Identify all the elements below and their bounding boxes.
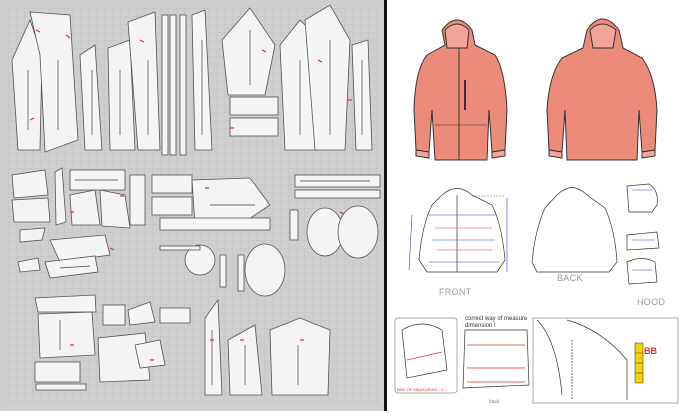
pattern-piece bbox=[79, 44, 103, 151]
pattern-piece bbox=[159, 217, 271, 231]
pattern-piece bbox=[151, 196, 193, 216]
pattern-piece bbox=[184, 244, 216, 276]
pattern-piece bbox=[191, 177, 271, 226]
front-dimension-lines bbox=[408, 198, 508, 272]
back-jacket-illustration bbox=[546, 18, 658, 161]
pattern-piece bbox=[107, 39, 136, 151]
pattern-piece bbox=[34, 294, 97, 313]
pattern-piece bbox=[37, 311, 96, 359]
zipper-detail-drawing bbox=[536, 319, 628, 400]
pattern-layout-panel bbox=[0, 0, 387, 411]
pattern-piece bbox=[69, 189, 101, 226]
pattern-piece bbox=[179, 14, 187, 156]
front-measurement-sketch bbox=[418, 188, 506, 273]
pattern-piece bbox=[304, 4, 351, 151]
pattern-piece bbox=[294, 189, 381, 199]
pattern-piece bbox=[221, 7, 276, 96]
pattern-piece bbox=[159, 307, 191, 324]
back-line-sketch bbox=[531, 187, 618, 273]
pattern-piece bbox=[134, 339, 166, 369]
tech-pack-panel: FRONT BACK HOOD correct way of measure d… bbox=[387, 0, 680, 411]
pattern-piece bbox=[229, 117, 279, 137]
pattern-piece bbox=[161, 14, 169, 156]
pattern-piece bbox=[17, 257, 41, 273]
pattern-piece bbox=[244, 243, 286, 297]
pattern-piece bbox=[169, 14, 177, 156]
pattern-piece bbox=[54, 167, 67, 226]
bottom-detail-frames bbox=[394, 317, 679, 404]
pattern-piece bbox=[204, 298, 223, 396]
pattern-piece bbox=[102, 304, 126, 326]
pattern-piece bbox=[337, 205, 379, 259]
pattern-piece bbox=[11, 18, 43, 151]
pattern-piece bbox=[159, 245, 201, 251]
grain-lines bbox=[27, 30, 370, 385]
pattern-pieces-svg bbox=[5, 4, 381, 405]
pattern-piece bbox=[29, 11, 79, 153]
pattern-piece bbox=[11, 197, 51, 223]
pattern-piece bbox=[289, 209, 299, 241]
pattern-piece bbox=[229, 96, 279, 116]
pattern-piece bbox=[127, 301, 156, 326]
notch-marks bbox=[29, 29, 352, 361]
front-label: FRONT bbox=[439, 287, 472, 297]
back-small-label: back bbox=[489, 399, 500, 405]
pattern-piece bbox=[151, 174, 193, 194]
pattern-piece bbox=[127, 11, 161, 151]
hood-sketches bbox=[626, 183, 660, 285]
pattern-piece bbox=[35, 383, 87, 391]
back-label: BACK bbox=[557, 273, 583, 283]
front-jacket-illustration bbox=[413, 19, 508, 161]
pattern-piece bbox=[19, 227, 46, 243]
pattern-piece bbox=[219, 254, 227, 288]
pattern-piece bbox=[99, 189, 131, 229]
front-red-dimensions bbox=[435, 227, 492, 251]
tech-pack-svg bbox=[394, 18, 679, 404]
pattern-piece bbox=[237, 254, 245, 292]
pattern-piece bbox=[269, 317, 331, 396]
way-of-measuring-label: WAY OF MEASURING - 2... bbox=[397, 387, 447, 392]
pattern-piece bbox=[129, 174, 146, 226]
pattern-piece bbox=[34, 361, 81, 383]
measure-note-line2: dimension I bbox=[465, 323, 496, 329]
hood-label: HOOD bbox=[637, 297, 666, 307]
hood-measure-drawing bbox=[401, 323, 448, 379]
panel-divider bbox=[384, 0, 387, 411]
size-tag-label: BB bbox=[644, 346, 657, 356]
pattern-piece bbox=[49, 234, 111, 263]
measure-note-line1: correct way of measure bbox=[465, 316, 528, 322]
back-measure-drawing bbox=[462, 329, 530, 389]
hood-dimension-lines bbox=[632, 189, 655, 271]
pattern-piece bbox=[11, 169, 49, 199]
measure-note: correct way of measure dimension I bbox=[465, 316, 527, 330]
